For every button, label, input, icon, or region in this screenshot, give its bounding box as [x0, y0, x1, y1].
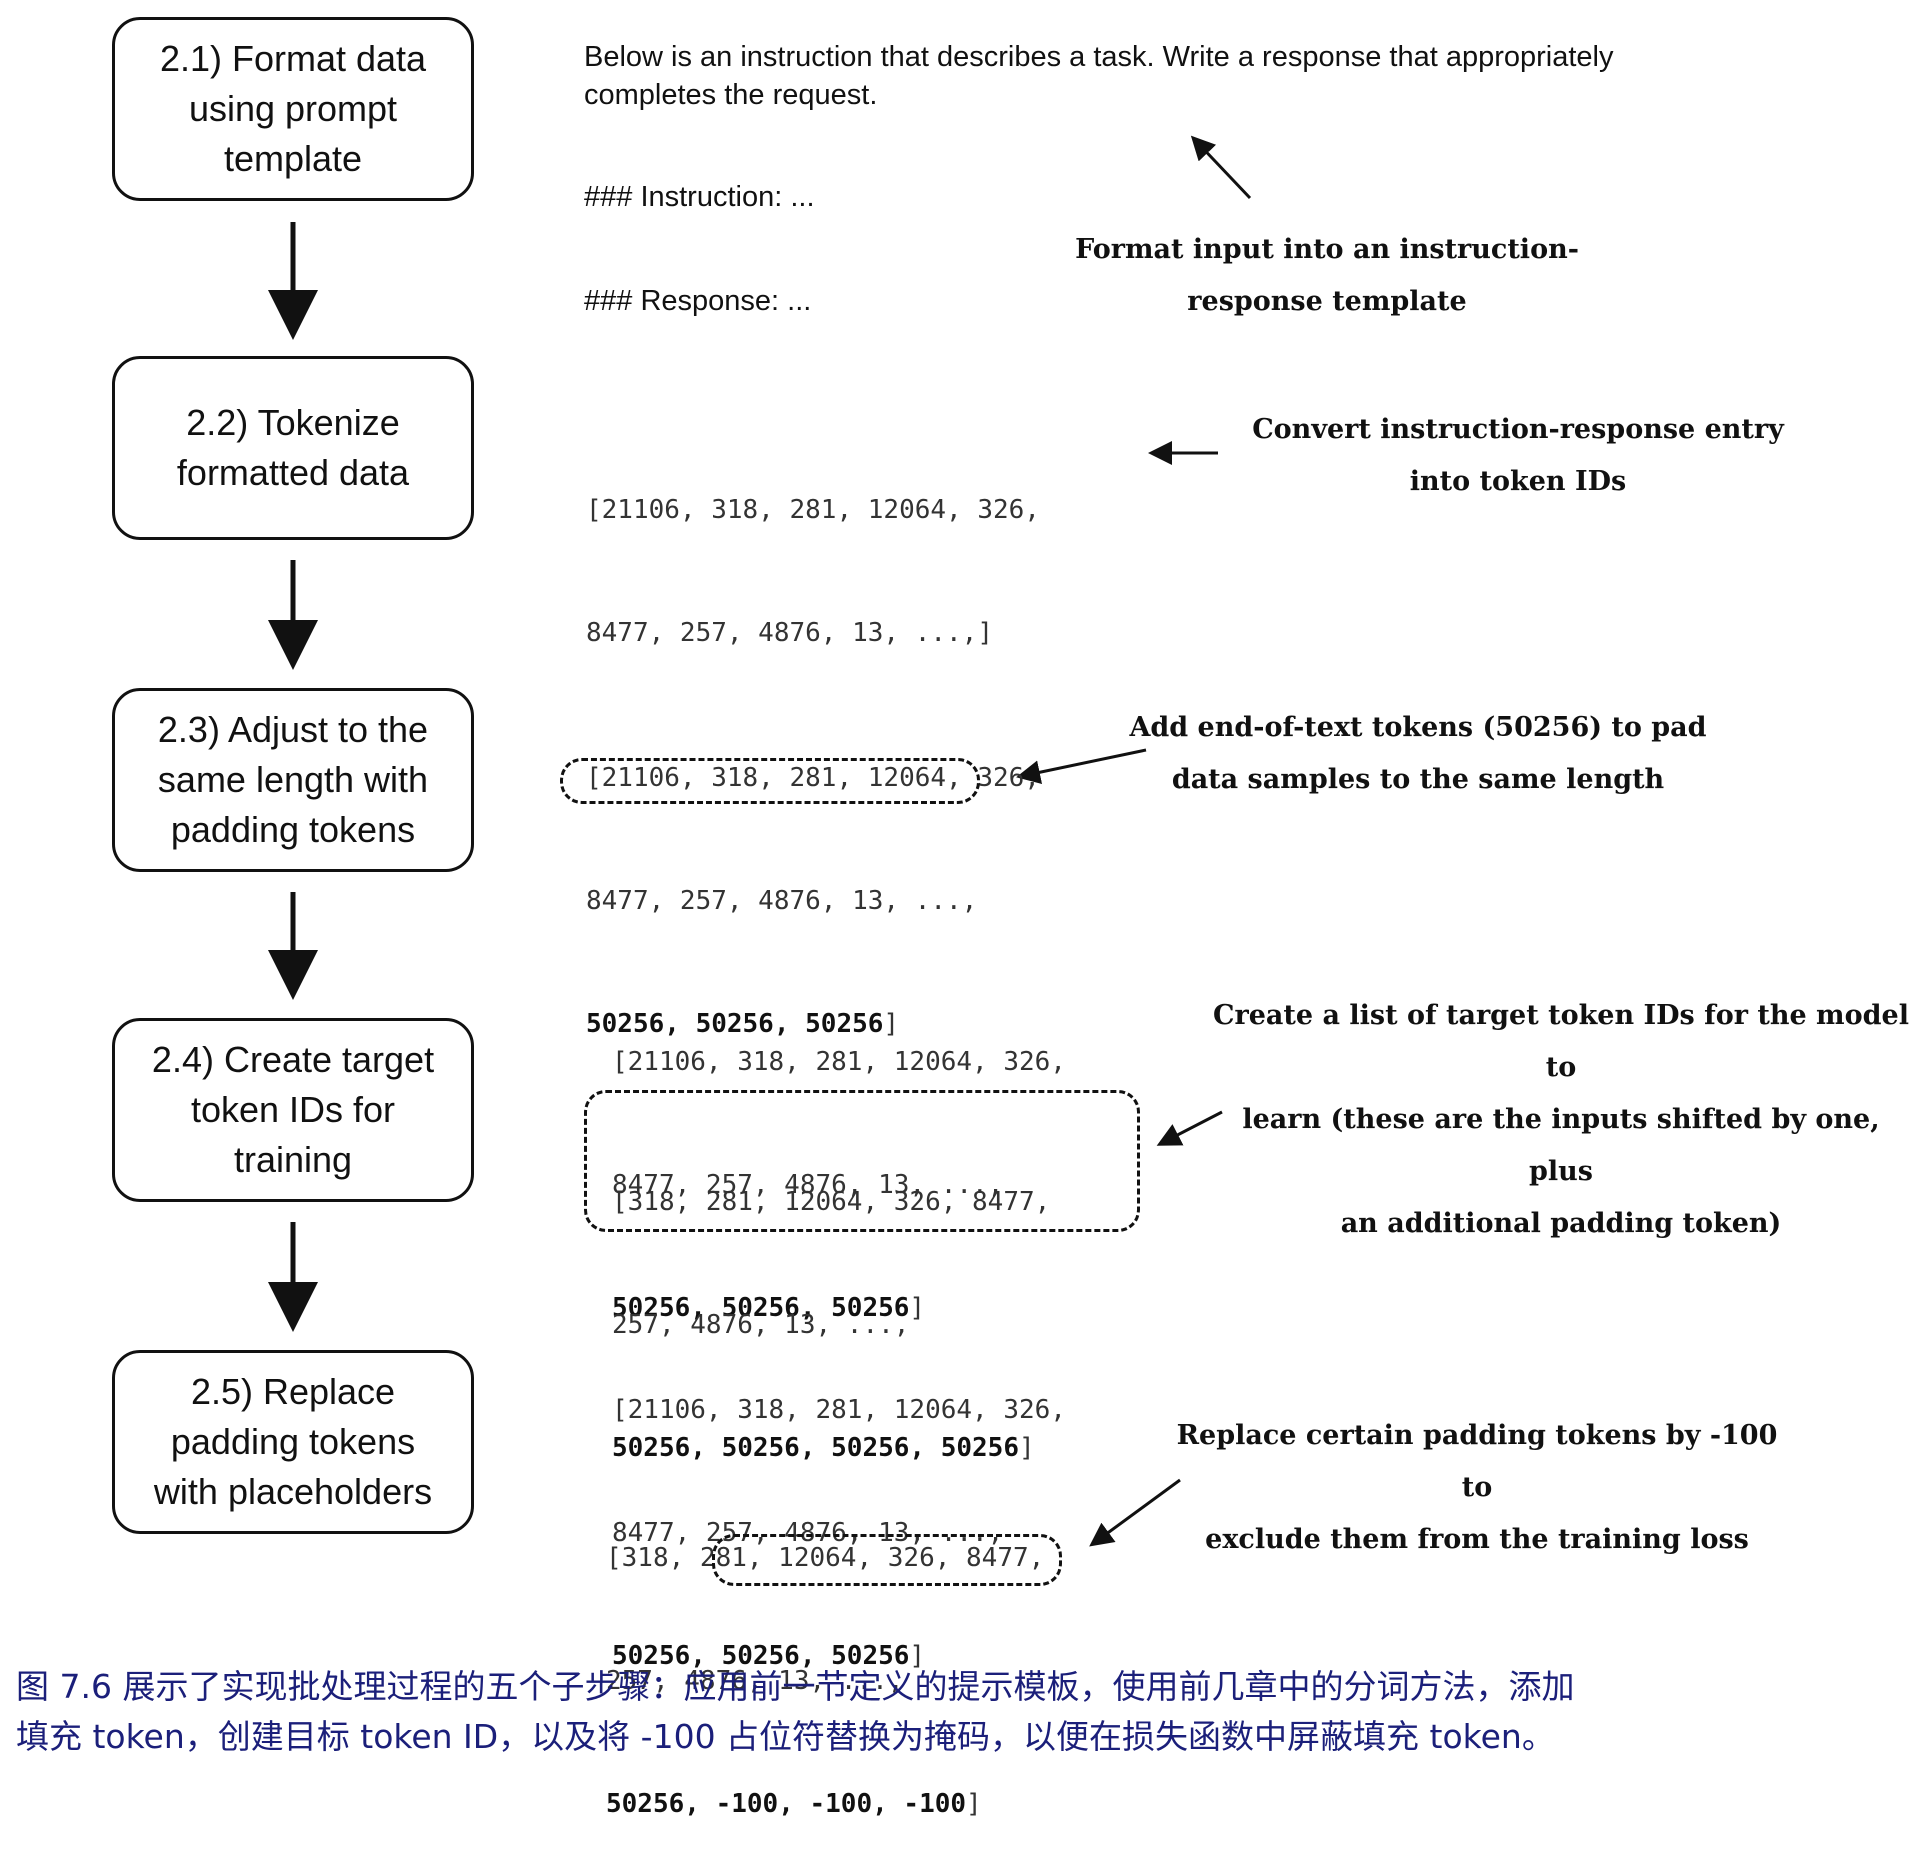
- replace-input-block: [21106, 318, 281, 12064, 326, 8477, 257,…: [612, 1308, 1066, 1718]
- template-instruction-header: ### Instruction: ...: [584, 181, 815, 213]
- step-label: 2.4) Create target: [151, 1039, 435, 1080]
- annot-arrow-4: [1156, 1110, 1223, 1146]
- annotation-line: response template: [1187, 286, 1467, 317]
- annotation-tokenize: Convert instruction-response entry into …: [1238, 404, 1798, 508]
- code-line: 50256, 50256, 50256]: [586, 1004, 1040, 1045]
- caption-line: 填充 token，创建目标 token ID，以及将 -100 占位符替换为掩码…: [16, 1717, 1555, 1756]
- code-line: [318, 281, 12064, 326, 8477,: [612, 1187, 1051, 1217]
- annot-arrow-5: [1089, 1478, 1181, 1547]
- annotation-targets: Create a list of target token IDs for th…: [1206, 990, 1916, 1250]
- padded-ids-block: [21106, 318, 281, 12064, 326, 8477, 257,…: [586, 676, 1040, 1086]
- annotation-line: Convert instruction-response entry: [1252, 414, 1784, 445]
- annotation-line: exclude them from the training loss: [1205, 1524, 1749, 1555]
- annotation-line: into token IDs: [1409, 466, 1627, 497]
- caption-line: 图 7.6 展示了实现批处理过程的五个子步骤：应用前一节定义的提示模板，使用前几…: [16, 1667, 1575, 1706]
- step-label: template: [223, 138, 363, 179]
- annotation-line: Add end-of-text tokens (50256) to pad: [1129, 712, 1707, 743]
- step-label: using prompt: [188, 88, 398, 129]
- annotation-format: Format input into an instruction- respon…: [1052, 224, 1602, 328]
- annot-arrow-1: [1190, 135, 1252, 200]
- annotation-line: Format input into an instruction-: [1075, 234, 1579, 265]
- step-label: same length with: [157, 759, 429, 800]
- step-label: 2.1) Format data: [159, 38, 427, 79]
- code-line: 50256, 50256, 50256]: [612, 1636, 1066, 1677]
- arrows-layer: [268, 135, 1252, 1547]
- step-label: 2.3) Adjust to the: [157, 709, 429, 750]
- annotation-padding: Add end-of-text tokens (50256) to pad da…: [1128, 702, 1708, 806]
- placeholder-tokens: -100, -100, -100: [699, 1789, 967, 1819]
- step-box-format: 2.1) Format data using prompt template: [112, 17, 474, 201]
- padding-tokens: 50256, 50256, 50256: [612, 1641, 910, 1671]
- close-bracket: ]: [909, 1293, 926, 1323]
- code-line: 8477, 257, 4876, 13, ...,]: [586, 618, 993, 648]
- close-bracket: ]: [909, 1641, 926, 1671]
- step-label: padding tokens: [170, 809, 416, 850]
- token-ids-block: [21106, 318, 281, 12064, 326, 8477, 257,…: [586, 408, 1040, 695]
- template-line: Below is an instruction that describes a…: [584, 41, 1614, 73]
- target-input-block: [21106, 318, 281, 12064, 326, 8477, 257,…: [612, 960, 1066, 1370]
- code-line: 50256, 50256, 50256]: [612, 1288, 1066, 1329]
- figure-caption: 图 7.6 展示了实现批处理过程的五个子步骤：应用前一节定义的提示模板，使用前几…: [16, 1662, 1906, 1762]
- code-line: [21106, 318, 281, 12064, 326,: [612, 1395, 1066, 1425]
- code-line: 8477, 257, 4876, 13, ...,: [612, 1170, 1004, 1200]
- step-box-targets: 2.4) Create target token IDs for trainin…: [112, 1018, 474, 1202]
- padding-highlight: [560, 758, 980, 804]
- step-label: with placeholders: [153, 1471, 433, 1512]
- step-label: padding tokens: [170, 1421, 416, 1462]
- target-ids-highlight: [584, 1090, 1140, 1232]
- code-line: 50256, -100, -100, -100]: [606, 1784, 1044, 1825]
- code-line: 8477, 257, 4876, 13, ...,: [612, 1518, 1004, 1548]
- padding-token: 50256,: [606, 1789, 700, 1819]
- step-box-tokenize: 2.2) Tokenize formatted data: [112, 356, 474, 540]
- annotation-line: data samples to the same length: [1171, 764, 1665, 795]
- annot-arrow-3: [1016, 748, 1147, 785]
- template-line: completes the request.: [584, 79, 878, 111]
- padding-tokens: 50256, 50256, 50256: [586, 1009, 884, 1039]
- step-label: formatted data: [176, 452, 410, 493]
- step-label: 2.5) Replace: [190, 1371, 396, 1412]
- step-box-replace: 2.5) Replace padding tokens with placeho…: [112, 1350, 474, 1534]
- target-output-block: [318, 281, 12064, 326, 8477, 257, 4876, …: [612, 1100, 1050, 1510]
- code-line: 50256, 50256, 50256, 50256]: [612, 1428, 1050, 1469]
- step-label: training: [233, 1139, 353, 1180]
- template-response-header: ### Response: ...: [584, 285, 812, 317]
- code-line: [21106, 318, 281, 12064, 326,: [586, 495, 1040, 525]
- annotation-line: learn (these are the inputs shifted by o…: [1242, 1104, 1880, 1187]
- step-label: 2.2) Tokenize: [186, 402, 400, 443]
- code-line: [21106, 318, 281, 12064, 326,: [612, 1047, 1066, 1077]
- placeholder-highlight: [712, 1534, 1062, 1586]
- close-bracket: ]: [966, 1789, 982, 1819]
- template-instruction-text: Below is an instruction that describes a…: [584, 38, 1614, 114]
- annotation-line: Create a list of target token IDs for th…: [1213, 1000, 1909, 1083]
- replace-output-block: [318, 281, 12064, 326, 8477, 257, 4876, …: [606, 1456, 1044, 1866]
- code-line: [21106, 318, 281, 12064, 326,: [586, 763, 1040, 793]
- close-bracket: ]: [883, 1009, 900, 1039]
- code-line: 8477, 257, 4876, 13, ...,: [586, 886, 978, 916]
- padding-tokens: 50256, 50256, 50256, 50256: [612, 1433, 1019, 1463]
- annotation-line: Replace certain padding tokens by -100 t…: [1176, 1420, 1778, 1503]
- step-label: token IDs for: [190, 1089, 396, 1130]
- annotation-replace: Replace certain padding tokens by -100 t…: [1162, 1410, 1792, 1566]
- annotation-line: an additional padding token): [1340, 1208, 1782, 1239]
- code-line: 257, 4876, 13, ...,: [606, 1666, 904, 1696]
- step-box-adjust: 2.3) Adjust to the same length with padd…: [112, 688, 474, 872]
- padding-tokens: 50256, 50256, 50256: [612, 1293, 910, 1323]
- close-bracket: ]: [1019, 1433, 1035, 1463]
- code-line: 257, 4876, 13, ...,: [612, 1310, 910, 1340]
